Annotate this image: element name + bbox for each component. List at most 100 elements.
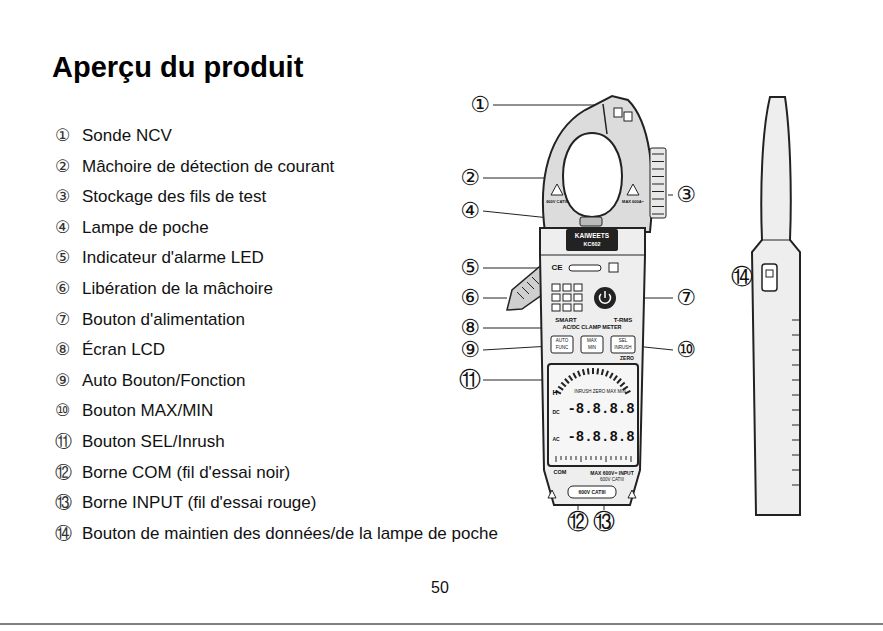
drawing-part xyxy=(631,456,632,462)
drawing-part xyxy=(569,376,572,381)
callout-number: ⑥ xyxy=(460,287,480,309)
button xyxy=(611,336,635,353)
drawing-part xyxy=(752,97,800,515)
callout-number: ⑪ xyxy=(459,369,481,391)
drawing-part xyxy=(610,373,613,378)
list-number: ② xyxy=(55,157,70,174)
ncv-probe xyxy=(614,108,622,117)
callout-number: ⑬ xyxy=(593,511,615,533)
drawing-part xyxy=(614,376,617,381)
part-name: Lampe de poche xyxy=(82,218,209,235)
callout-number: ② xyxy=(460,167,480,189)
drawing-part xyxy=(522,287,529,294)
drawing-part xyxy=(652,199,664,200)
part-name: Sonde NCV xyxy=(82,127,172,144)
drawing-part xyxy=(566,456,567,460)
list-number: ⑦ xyxy=(55,310,70,327)
drawing-part xyxy=(621,456,622,460)
drawing-part xyxy=(563,294,571,301)
drawing-part xyxy=(558,387,563,390)
drawing-part xyxy=(792,335,800,336)
drawing-part xyxy=(792,470,800,471)
drawing-part xyxy=(792,365,800,366)
jaw-rating: MAX 600A~ xyxy=(622,200,644,204)
panel-text: T-RMS xyxy=(614,317,633,323)
drawing-part xyxy=(581,456,582,462)
cat-rating: 600V CATIII xyxy=(578,490,605,495)
drawing-part xyxy=(762,240,790,241)
drawing-part xyxy=(792,380,800,381)
list-number: ⑥ xyxy=(55,280,70,297)
lead-storage xyxy=(650,148,666,218)
drawing-part xyxy=(563,304,571,311)
drawing-part xyxy=(527,282,534,289)
terminal-label: MAX 600V= INPUT xyxy=(590,471,634,476)
drawing-part xyxy=(561,382,566,386)
drawing-part xyxy=(792,485,800,486)
drawing-part xyxy=(574,294,582,301)
lcd-text: AC xyxy=(552,437,559,442)
list-number: ③ xyxy=(55,188,70,205)
list-number: ⑨ xyxy=(55,371,70,388)
grip xyxy=(792,320,800,485)
drawing-part xyxy=(540,255,645,256)
lcd-scale xyxy=(556,456,631,462)
list-number: ⑧ xyxy=(55,341,70,358)
callout-number: ⑤ xyxy=(460,257,480,279)
drawing-part xyxy=(592,368,594,374)
drawing-part xyxy=(576,456,577,460)
callout-number: ③ xyxy=(676,184,696,206)
callout-number: ⑫ xyxy=(567,511,589,533)
button-text: MIN xyxy=(588,346,596,351)
bargraph xyxy=(556,368,631,394)
part-name: Écran LCD xyxy=(82,341,165,358)
list-number: ⑤ xyxy=(55,249,70,266)
drawing-part xyxy=(611,456,612,460)
button-text: FUNC xyxy=(556,346,569,351)
drawing-part xyxy=(652,191,664,192)
drawing-part xyxy=(766,270,773,277)
drawing-part xyxy=(652,154,664,155)
drawing-part xyxy=(792,350,800,351)
mark: CE xyxy=(551,264,562,272)
drawing-part xyxy=(552,294,560,301)
drawing-part xyxy=(604,291,606,298)
part-name: Stockage des fils de test xyxy=(82,188,266,205)
drawing-part xyxy=(606,371,608,377)
drawing-part xyxy=(650,148,666,218)
drawing-part xyxy=(620,382,625,386)
drawing-part xyxy=(668,195,673,196)
warning-triangle xyxy=(551,184,563,195)
drawing-part xyxy=(792,425,800,426)
drawing-part xyxy=(652,184,664,185)
drawing-part xyxy=(628,490,636,498)
button-text: AUTO xyxy=(556,339,568,344)
drawing-part xyxy=(583,369,584,375)
button xyxy=(581,336,603,353)
button xyxy=(551,336,573,353)
terminal-label: COM xyxy=(554,470,567,476)
body xyxy=(540,228,645,505)
list-number: ④ xyxy=(55,218,70,235)
drawing-part xyxy=(563,284,571,291)
drawing-part xyxy=(596,456,597,460)
callout-number: ④ xyxy=(460,200,480,222)
drawing-part xyxy=(561,456,562,460)
drawing-part xyxy=(574,304,582,311)
drawing-part xyxy=(574,284,582,291)
power-button xyxy=(594,287,616,309)
drawing-part xyxy=(483,380,547,381)
drawing-part xyxy=(565,379,569,383)
list-number: ⑫ xyxy=(55,463,72,480)
drawing-part xyxy=(586,456,587,460)
panel-text: AC/DC CLAMP METER xyxy=(562,325,621,331)
jaw xyxy=(543,96,652,232)
button-text: SEL xyxy=(619,339,628,344)
callout-number: ⑩ xyxy=(676,339,696,361)
lcd-text: H xyxy=(552,389,557,396)
part-name: Borne COM (fil d'essai noir) xyxy=(82,463,290,480)
callout-number: ⑧ xyxy=(460,317,480,339)
list-number: ⑬ xyxy=(55,494,72,511)
drawing-part xyxy=(652,206,664,207)
terminal-label: 600V CATIII xyxy=(600,478,624,483)
